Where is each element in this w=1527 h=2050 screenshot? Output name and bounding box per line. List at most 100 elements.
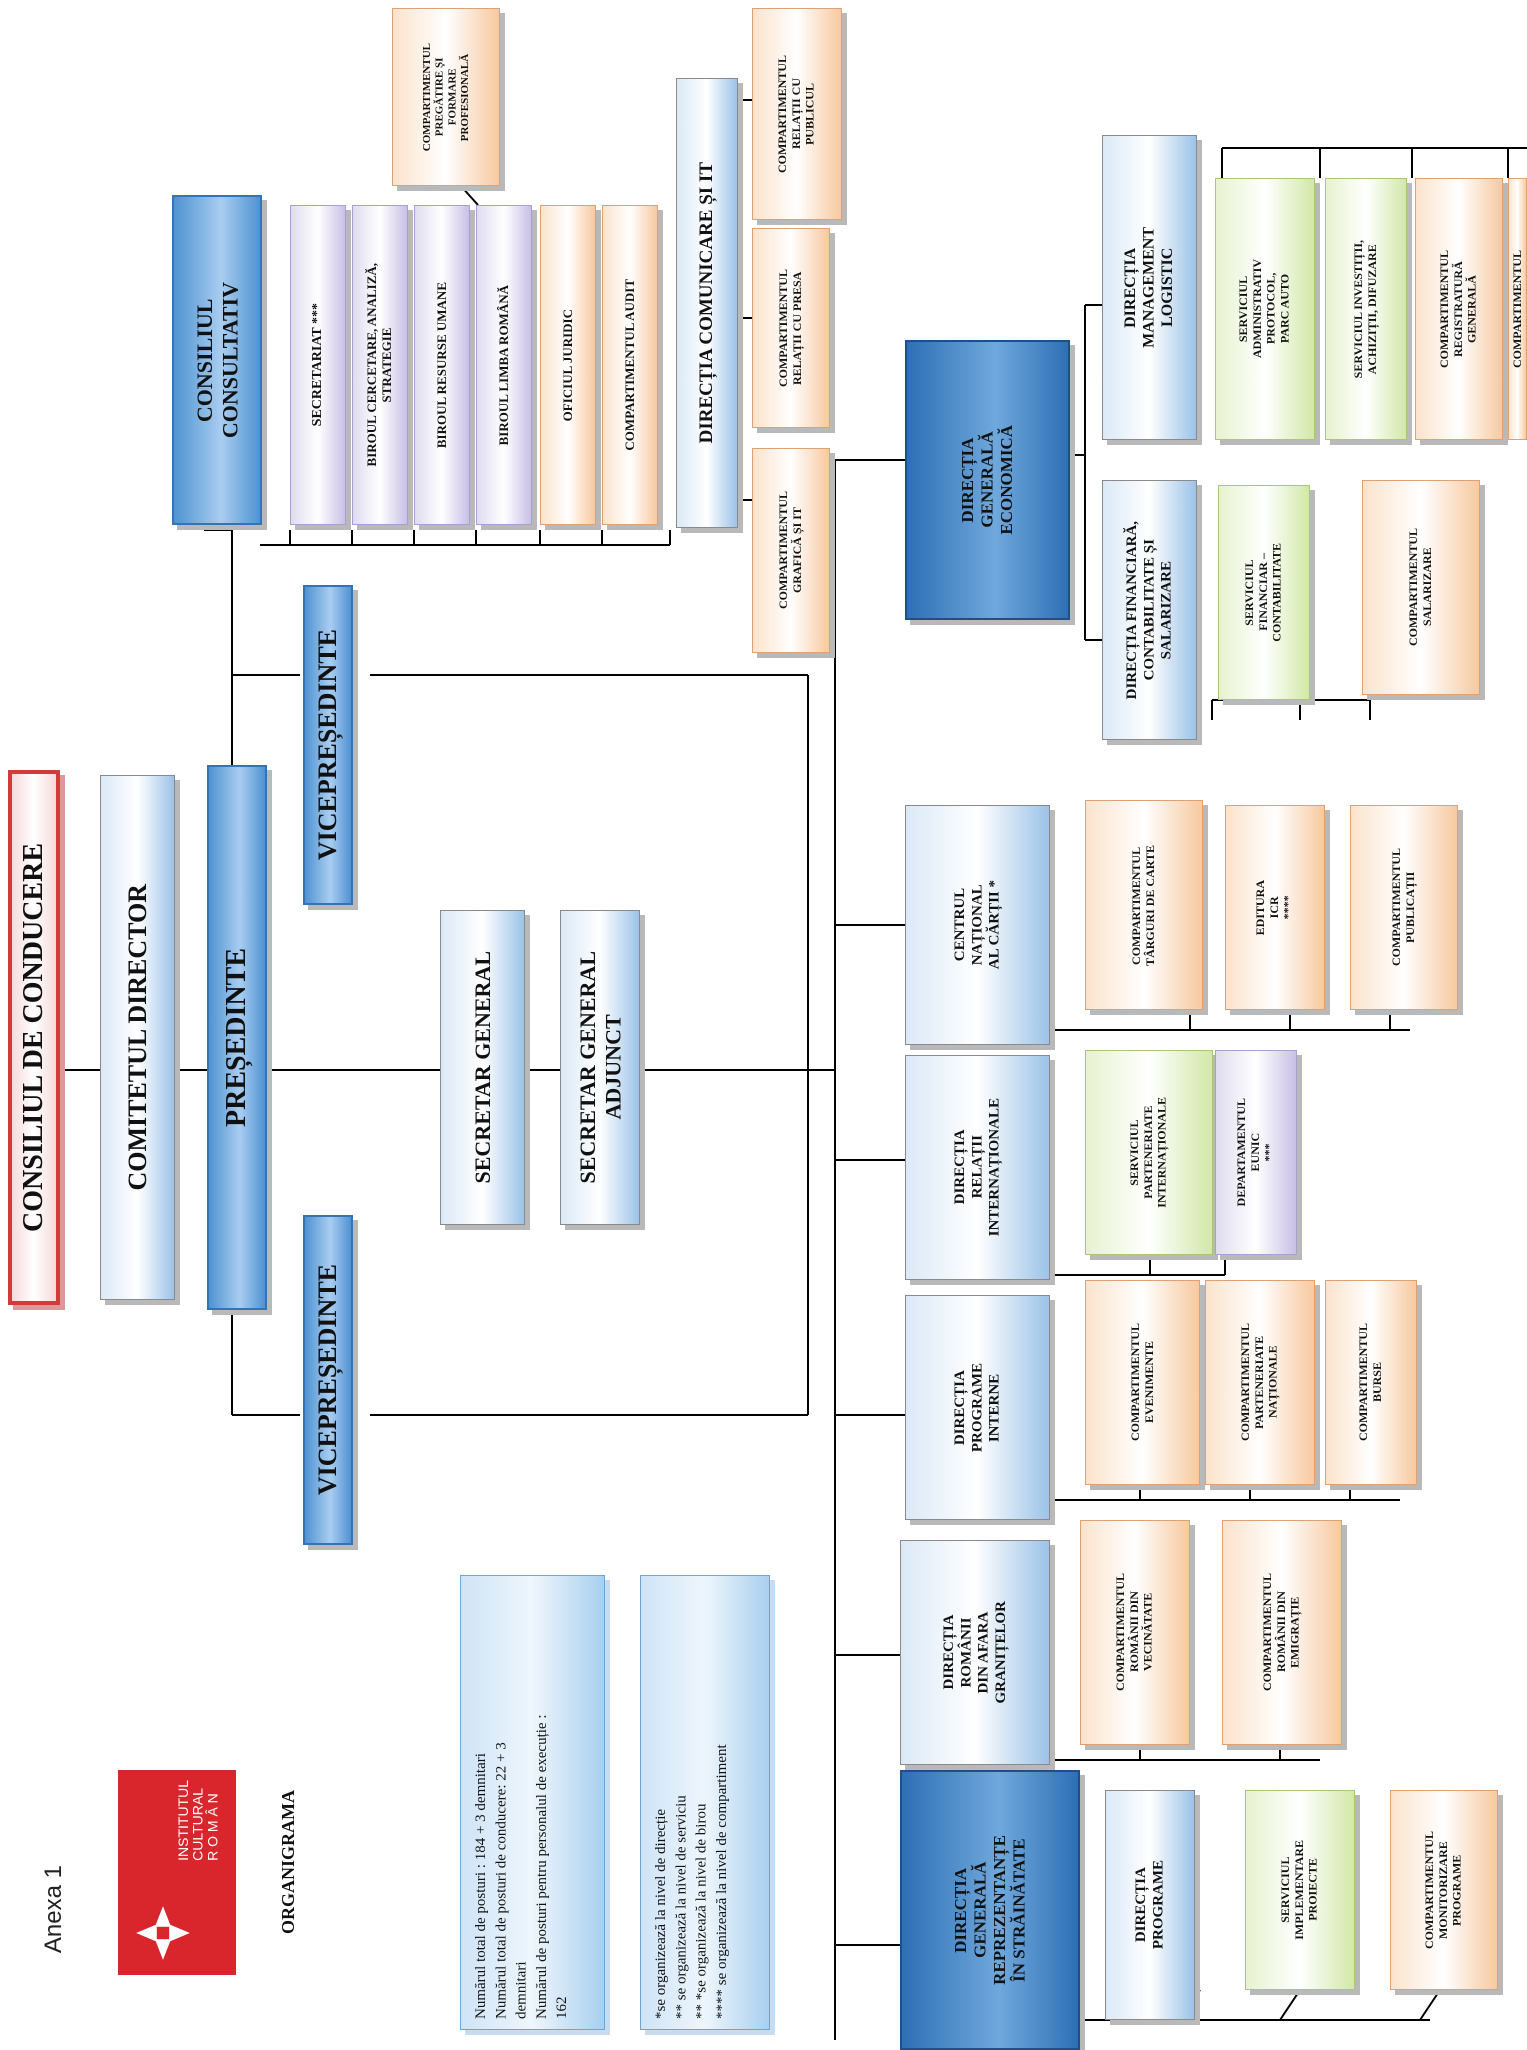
oficiul-juridic-label: OFICIUL JURIDIC — [559, 308, 575, 422]
secretar-general-adjunct-label: SECRETAR GENERAL ADJUNCT — [574, 951, 625, 1184]
relatii-internationale-label: DIRECȚIA RELAȚII INTERNAȚIONALE — [951, 1098, 1003, 1237]
programe-interne-box: DIRECȚIA PROGRAME INTERNE — [905, 1295, 1050, 1520]
comitetul-director-label: COMITETUL DIRECTOR — [122, 884, 152, 1191]
consiliul-consultativ-label: CONSILIUL CONSULTATIV — [191, 281, 242, 439]
relatii-presa-label: COMPARTIMENTUL RELAȚII CU PRESA — [776, 268, 804, 388]
secretar-general-box: SECRETAR GENERAL — [440, 910, 525, 1225]
comitetul-director-box: COMITETUL DIRECTOR — [100, 775, 175, 1300]
presedinte-label: PREȘEDINTE — [220, 948, 252, 1127]
legend-panel: *se organizează la nivel de direcție ** … — [640, 1575, 770, 2030]
salarizare-box: COMPARTIMENTUL SALARIZARE — [1362, 480, 1480, 695]
monitorizare-programe-box: COMPARTIMENTUL MONITORIZARE PROGRAME — [1390, 1790, 1498, 1990]
eunic-label: DEPARTAMENTUL EUNIC *** — [1234, 1098, 1276, 1207]
evenimente-label: COMPARTIMENTUL EVENIMENTE — [1127, 1323, 1156, 1442]
birou-cercetare-box: BIROUL CERCETARE, ANALIZĂ, STRATEGIE — [352, 205, 408, 525]
centrul-national-cartii-label: CENTRUL NAȚIONAL AL CĂRȚII * — [951, 880, 1003, 970]
editura-icr-label: EDITURA ICR **** — [1253, 879, 1295, 936]
editura-icr-box: EDITURA ICR **** — [1225, 805, 1325, 1010]
compartimentul-partial-label: COMPARTIMENTUL — [1509, 249, 1524, 369]
parteneriate-internationale-label: SERVICIUL PARTENERIATE INTERNAȚIONALE — [1127, 1097, 1169, 1208]
vicepresedinte-box-bottom: VICEPREȘEDINTE — [303, 1215, 353, 1545]
implementare-proiecte-label: SERVICIUL IMPLEMENTARE PROIECTE — [1278, 1840, 1320, 1940]
serviciul-investitii-box: SERVICIUL INVESTIȚII, ACHIZIȚII, DIFUZAR… — [1325, 178, 1407, 440]
posts-summary-text: Numărul total de posturi : 184 + 3 demni… — [473, 1714, 570, 2020]
logo-line-1: INSTITUTUL — [175, 1780, 191, 1861]
pregatire-formare-label: COMPARTIMENTUL PREGĂTIRE ȘI FORMARE PROF… — [420, 42, 471, 152]
birou-cercetare-label: BIROUL CERCETARE, ANALIZĂ, STRATEGIE — [364, 263, 394, 467]
management-logistic-box: DIRECȚIA MANAGEMENT LOGISTIC — [1102, 135, 1197, 440]
secretar-general-adjunct-box: SECRETAR GENERAL ADJUNCT — [560, 910, 640, 1225]
birou-resurse-umane-label: BIROUL RESURSE UMANE — [433, 281, 449, 449]
romanii-afara-granitelor-label: DIRECȚIA ROMÂNII DIN AFARA GRANIȚELOR — [940, 1601, 1009, 1704]
cross-icon — [136, 1906, 190, 1960]
publicatii-box: COMPARTIMENTUL PUBLICAȚII — [1350, 805, 1458, 1010]
legend-text: *se organizează la nivel de direcție ** … — [653, 1744, 730, 2019]
organigrama-title: ORGANIGRAMA — [278, 1790, 298, 1934]
secretariat-label: SECRETARIAT *** — [309, 303, 325, 427]
serviciul-investitii-label: SERVICIUL INVESTIȚII, ACHIZIȚII, DIFUZAR… — [1351, 239, 1379, 379]
logo-line-2: CULTURAL — [189, 1788, 206, 1861]
parteneriate-nationale-label: COMPARTIMENTUL PARTENERIATE NAȚIONALE — [1238, 1323, 1280, 1442]
serviciul-administrativ-label: SERVICIUL ADMINISTRATIV PROTOCOL, PARC A… — [1236, 259, 1292, 359]
romanii-vecinatate-box: COMPARTIMENTUL ROMÂNII DIN VECINĂTATE — [1080, 1520, 1190, 1745]
birou-resurse-umane-box: BIROUL RESURSE UMANE — [414, 205, 470, 525]
directia-comunicare-label: DIRECȚIA COMUNICARE ȘI IT — [696, 162, 718, 444]
programe-interne-label: DIRECȚIA PROGRAME INTERNE — [951, 1362, 1003, 1453]
romanii-vecinatate-label: COMPARTIMENTUL ROMÂNII DIN VECINĂTATE — [1113, 1573, 1155, 1692]
logo-line-3: R O M Â N — [204, 1793, 221, 1861]
compartimentul-audit-label: COMPARTIMENTUL AUDIT — [621, 279, 637, 451]
financiar-contabilitate-label: SERVICIUL FINANCIAR – CONTABILITATE — [1242, 543, 1284, 642]
pregatire-formare-box: COMPARTIMENTUL PREGĂTIRE ȘI FORMARE PROF… — [392, 8, 500, 186]
secretariat-box: SECRETARIAT *** — [290, 205, 346, 525]
reprezentante-strainatate-label: DIRECȚIA GENERALĂ REPREZENTANȚE ÎN STRĂI… — [950, 1835, 1029, 1985]
implementare-proiecte-box: SERVICIUL IMPLEMENTARE PROIECTE — [1245, 1790, 1355, 1990]
reprezentante-strainatate-box: DIRECȚIA GENERALĂ REPREZENTANȚE ÎN STRĂI… — [900, 1770, 1080, 2050]
romanii-emigratie-box: COMPARTIMENTUL ROMÂNII DIN EMIGRAȚIE — [1222, 1520, 1342, 1745]
evenimente-box: COMPARTIMENTUL EVENIMENTE — [1085, 1280, 1200, 1485]
vicepresedinte-box-top: VICEPREȘEDINTE — [303, 585, 353, 905]
birou-limba-romana-box: BIROUL LIMBA ROMÂNĂ — [476, 205, 532, 525]
centrul-national-cartii-box: CENTRUL NAȚIONAL AL CĂRȚII * — [905, 805, 1050, 1045]
relatii-public-label: COMPARTIMENTUL RELAȚII CU PUBLICUL — [775, 54, 817, 174]
relatii-public-box: COMPARTIMENTUL RELAȚII CU PUBLICUL — [752, 8, 842, 220]
financiar-contabilitate-box: SERVICIUL FINANCIAR – CONTABILITATE — [1218, 485, 1310, 700]
directia-financiara-label: DIRECȚIA FINANCIARĂ, CONTABILITATE ȘI SA… — [1123, 520, 1175, 700]
registratura-box: COMPARTIMENTUL REGISTRATURĂ GENERALĂ — [1415, 178, 1503, 440]
vicepresedinte-label-bottom: VICEPREȘEDINTE — [313, 1264, 343, 1496]
directia-programe-label: DIRECȚIA PROGRAME — [1132, 1860, 1166, 1950]
romanii-afara-granitelor-box: DIRECȚIA ROMÂNII DIN AFARA GRANIȚELOR — [900, 1540, 1050, 1765]
parteneriate-nationale-box: COMPARTIMENTUL PARTENERIATE NAȚIONALE — [1205, 1280, 1315, 1485]
posts-summary-panel: Numărul total de posturi : 184 + 3 demni… — [460, 1575, 605, 2030]
salarizare-label: COMPARTIMENTUL SALARIZARE — [1406, 528, 1434, 647]
directia-programe-box: DIRECȚIA PROGRAME — [1105, 1790, 1195, 2020]
secretar-general-label: SECRETAR GENERAL — [469, 951, 495, 1184]
grafica-it-box: COMPARTIMENTUL GRAFICĂ ȘI IT — [752, 448, 830, 653]
parteneriate-internationale-box: SERVICIUL PARTENERIATE INTERNAȚIONALE — [1085, 1050, 1213, 1255]
compartimentul-partial-box: COMPARTIMENTUL — [1508, 178, 1527, 440]
directia-comunicare-box: DIRECȚIA COMUNICARE ȘI IT — [676, 78, 738, 528]
directia-generala-economica-box: DIRECȚIA GENERALĂ ECONOMICĂ — [905, 340, 1070, 620]
romanii-emigratie-label: COMPARTIMENTUL ROMÂNII DIN EMIGRAȚIE — [1260, 1573, 1302, 1692]
eunic-box: DEPARTAMENTUL EUNIC *** — [1215, 1050, 1297, 1255]
presedinte-box: PREȘEDINTE — [207, 765, 267, 1310]
anexa-label: Anexa 1 — [40, 1865, 67, 1954]
vicepresedinte-label-top: VICEPREȘEDINTE — [313, 629, 343, 861]
consiliul-consultativ-box: CONSILIUL CONSULTATIV — [172, 195, 262, 525]
serviciul-administrativ-box: SERVICIUL ADMINISTRATIV PROTOCOL, PARC A… — [1215, 178, 1315, 440]
registratura-label: COMPARTIMENTUL REGISTRATURĂ GENERALĂ — [1437, 249, 1479, 369]
directia-generala-economica-label: DIRECȚIA GENERALĂ ECONOMICĂ — [958, 425, 1017, 535]
icr-logo: INSTITUTUL CULTURAL R O M Â N — [118, 1770, 236, 1975]
relatii-internationale-box: DIRECȚIA RELAȚII INTERNAȚIONALE — [905, 1055, 1050, 1280]
targuri-carte-label: COMPARTIMENTUL TÂRGURI DE CARTE — [1129, 844, 1157, 966]
directia-financiara-box: DIRECȚIA FINANCIARĂ, CONTABILITATE ȘI SA… — [1102, 480, 1197, 740]
management-logistic-label: DIRECȚIA MANAGEMENT LOGISTIC — [1121, 227, 1176, 348]
monitorizare-programe-label: COMPARTIMENTUL MONITORIZARE PROGRAME — [1422, 1830, 1464, 1950]
targuri-carte-box: COMPARTIMENTUL TÂRGURI DE CARTE — [1085, 800, 1203, 1010]
oficiul-juridic-box: OFICIUL JURIDIC — [540, 205, 596, 525]
relatii-presa-box: COMPARTIMENTUL RELAȚII CU PRESA — [752, 228, 830, 428]
grafica-it-label: COMPARTIMENTUL GRAFICĂ ȘI IT — [776, 491, 804, 610]
consiliul-de-conducere-box: CONSILIUL DE CONDUCERE — [8, 770, 60, 1305]
burse-label: COMPARTIMENTUL BURSE — [1356, 1323, 1384, 1442]
